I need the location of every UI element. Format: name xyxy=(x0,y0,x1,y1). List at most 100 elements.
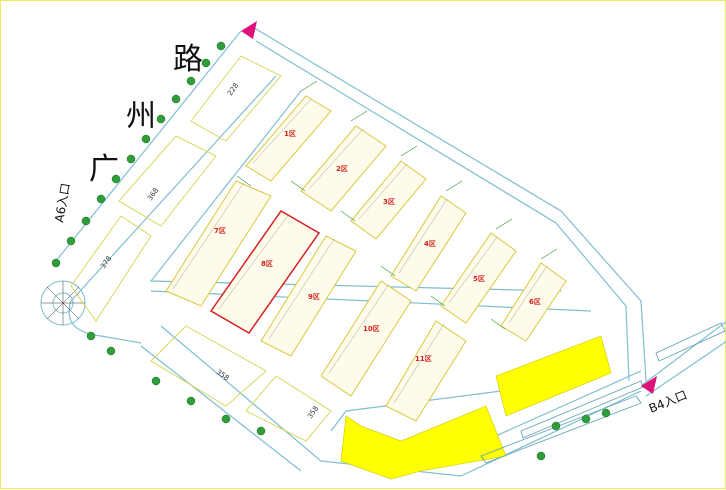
block-label-11: 11区 xyxy=(415,355,432,363)
block-8 xyxy=(260,235,357,357)
market-blocks xyxy=(165,95,567,422)
building-number-south: 358 xyxy=(215,368,231,382)
building-south-corner xyxy=(245,375,332,442)
road-south-mid xyxy=(330,390,502,432)
block-10 xyxy=(385,320,467,422)
stall-row xyxy=(448,236,498,304)
stall-row xyxy=(328,283,390,374)
road-south-east xyxy=(460,390,642,477)
block-label-3: 3区 xyxy=(383,198,395,206)
tree xyxy=(151,376,161,386)
block-4 xyxy=(390,195,467,292)
block-label-5: 5区 xyxy=(473,275,485,283)
strip-east-upper xyxy=(655,322,726,362)
road-south-west-outer xyxy=(140,345,302,472)
tree xyxy=(141,134,151,144)
grid-tick xyxy=(490,318,506,330)
tree xyxy=(96,194,106,204)
yellow-areas xyxy=(340,335,612,480)
road-inner-loop xyxy=(149,90,562,292)
tree xyxy=(106,346,116,356)
stall-rows xyxy=(172,98,548,404)
buildings xyxy=(70,55,332,442)
road-west-curve xyxy=(68,300,142,344)
entrance-label-west: A6入口 xyxy=(52,182,73,224)
stall-row xyxy=(393,323,445,404)
tree xyxy=(216,41,226,51)
stall-row xyxy=(398,198,448,274)
tree xyxy=(186,76,196,86)
building-mid-north xyxy=(118,135,217,227)
road-name-char: 路 xyxy=(173,42,203,77)
roundabout xyxy=(40,280,86,326)
grid-tick xyxy=(340,210,356,222)
block-label-2: 2区 xyxy=(336,165,348,173)
block-label-10: 10区 xyxy=(363,325,380,333)
block-highlighted[interactable] xyxy=(209,210,321,334)
stall-row xyxy=(268,238,335,340)
grid-markers xyxy=(236,80,558,330)
grid-tick xyxy=(445,180,463,192)
trees xyxy=(51,41,611,461)
road-east-exit xyxy=(640,321,726,387)
tree xyxy=(551,421,561,431)
stall-row xyxy=(358,163,408,220)
road-west-inner xyxy=(70,75,277,302)
tree xyxy=(156,114,166,124)
block-9 xyxy=(320,280,412,397)
block-3 xyxy=(350,160,427,240)
entrance-marker-southeast[interactable] xyxy=(641,376,657,394)
block-1 xyxy=(245,95,332,182)
block-label-4: 4区 xyxy=(424,240,436,248)
tree xyxy=(66,236,76,246)
block-label-8: 8区 xyxy=(261,260,273,268)
building-number-north: 228 xyxy=(226,82,240,98)
building-west xyxy=(70,215,152,322)
tree xyxy=(186,396,196,406)
tree xyxy=(81,216,91,226)
grid-tick xyxy=(290,180,306,192)
grid-tick xyxy=(430,295,446,307)
block-label-9: 9区 xyxy=(308,293,320,301)
tree xyxy=(126,154,136,164)
grid-tick xyxy=(300,80,318,92)
stall-row xyxy=(172,183,244,290)
block-6 xyxy=(500,262,567,342)
building-number-mid-north: 368 xyxy=(146,187,160,203)
road-name-char: 广 xyxy=(89,152,119,187)
yellow-area-southwest xyxy=(340,405,507,480)
tree xyxy=(86,331,96,341)
building-number-south-corner: 358 xyxy=(306,405,320,421)
road-name-char: 州 xyxy=(126,99,156,134)
grid-tick xyxy=(540,248,558,260)
grid-tick xyxy=(350,110,368,122)
entrance-marker-north[interactable] xyxy=(241,21,257,39)
tree xyxy=(601,408,611,418)
grid-tick xyxy=(380,265,396,277)
block-2 xyxy=(300,125,387,212)
block-5 xyxy=(440,232,517,324)
block-label-7: 7区 xyxy=(214,227,226,235)
stall-row xyxy=(308,128,364,190)
tree xyxy=(201,58,211,68)
grid-tick xyxy=(400,145,418,157)
stall-row xyxy=(508,265,548,324)
building-north xyxy=(190,55,282,142)
building-south xyxy=(150,325,267,407)
tree xyxy=(256,426,266,436)
stall-row xyxy=(252,98,312,164)
tree xyxy=(536,451,546,461)
tree xyxy=(221,414,231,424)
road-northeast-inner xyxy=(255,40,630,382)
tree xyxy=(581,414,591,424)
block-label-6: 6区 xyxy=(529,298,541,306)
roads xyxy=(55,25,726,477)
stall-row xyxy=(218,213,290,310)
roundabout-spokes xyxy=(41,281,85,325)
tree xyxy=(171,94,181,104)
road-east-exit-2 xyxy=(645,340,726,397)
road-northeast-edge xyxy=(250,25,647,382)
tree xyxy=(111,174,121,184)
